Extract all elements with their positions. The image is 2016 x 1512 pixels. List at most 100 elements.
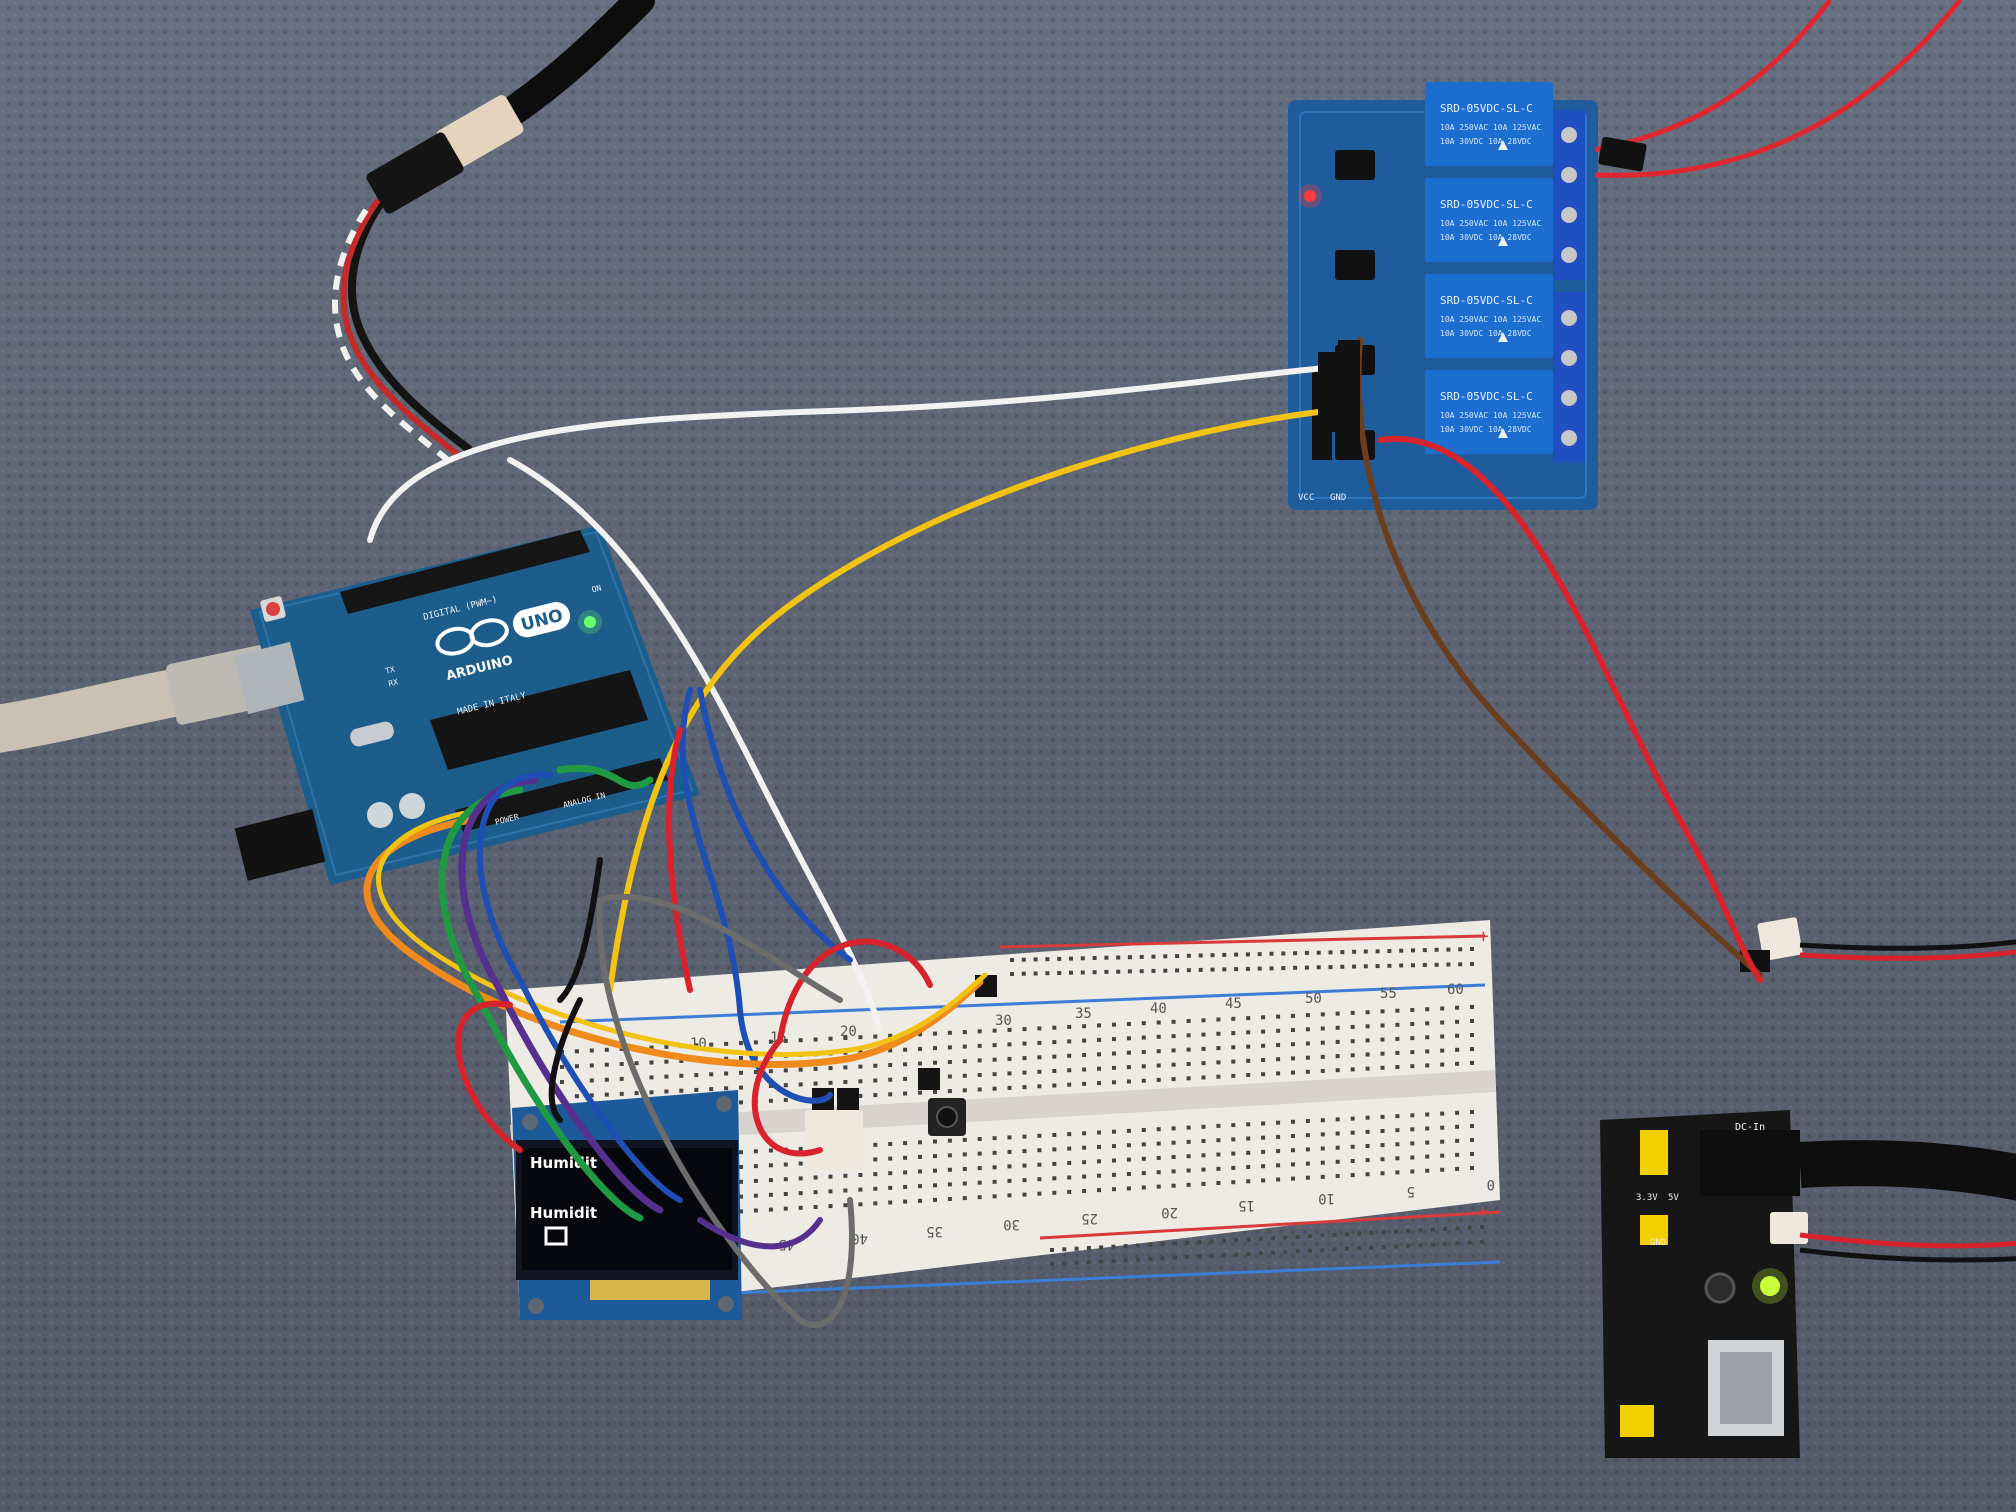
breadboard-hole: [888, 1048, 893, 1053]
breadboard-hole: [589, 1093, 594, 1098]
breadboard-hole: [1022, 1163, 1027, 1168]
breadboard-hole: [1097, 1052, 1101, 1057]
svg-text:50: 50: [1305, 991, 1322, 1007]
svg-text:RX: RX: [387, 677, 399, 688]
breadboard-hole: [1112, 1144, 1116, 1149]
svg-text:35: 35: [926, 1223, 943, 1239]
breadboard-hole: [1425, 1035, 1430, 1040]
breadboard-hole: [1276, 1177, 1281, 1182]
breadboard-hole: [1209, 1239, 1214, 1244]
svg-text:+: +: [1478, 926, 1489, 947]
breadboard-hole: [1418, 1243, 1423, 1248]
breadboard-hole: [1350, 1053, 1355, 1058]
breadboard-hole: [933, 1168, 937, 1173]
breadboard-hole: [1455, 1033, 1460, 1038]
breadboard-hole: [1097, 1159, 1101, 1164]
breadboard-hole: [1411, 948, 1415, 953]
breadboard-hole: [739, 1041, 743, 1046]
breadboard-hole: [1340, 964, 1345, 969]
breadboard-hole: [1410, 1113, 1415, 1118]
breadboard-hole: [1123, 1258, 1128, 1263]
breadboard-hole: [1276, 1134, 1281, 1139]
breadboard-hole: [783, 1192, 788, 1196]
breadboard-hole: [739, 1194, 743, 1199]
breadboard-hole: [1067, 1146, 1072, 1151]
breadboard-hole: [992, 1057, 997, 1062]
breadboard-hole: [933, 1089, 937, 1094]
breadboard-hole: [1470, 1166, 1474, 1170]
breadboard-hole: [1246, 1165, 1251, 1169]
breadboard-hole: [1116, 955, 1121, 960]
breadboard-hole: [1097, 1066, 1101, 1071]
breadboard-hole: [1141, 1021, 1146, 1026]
breadboard-hole: [1365, 1129, 1370, 1134]
breadboard-hole: [1357, 1231, 1362, 1236]
breadboard-hole: [1186, 1168, 1191, 1173]
breadboard-hole: [1425, 1063, 1430, 1068]
breadboard-hole: [873, 1157, 878, 1162]
breadboard-hole: [1007, 1071, 1012, 1076]
breadboard-hole: [1141, 1064, 1146, 1069]
breadboard-hole: [768, 1069, 773, 1074]
breadboard-hole: [1216, 1123, 1221, 1128]
breadboard-hole: [664, 1074, 669, 1079]
breadboard-hole: [903, 1155, 908, 1160]
breadboard-hole: [977, 1180, 982, 1185]
breadboard-hole: [1271, 1250, 1276, 1255]
breadboard-hole: [992, 1072, 997, 1077]
breadboard-hole: [1365, 1038, 1370, 1043]
breadboard-hole: [1446, 962, 1451, 967]
breadboard-hole: [813, 1205, 818, 1209]
breadboard-hole: [1069, 956, 1073, 961]
breadboard-hole: [873, 1201, 878, 1206]
breadboard-hole: [992, 1179, 997, 1184]
breadboard-hole: [1410, 1064, 1415, 1069]
breadboard-hole: [1092, 956, 1097, 960]
breadboard-hole: [1246, 1179, 1251, 1184]
breadboard-hole: [1052, 1147, 1057, 1152]
breadboard-hole: [1395, 1036, 1400, 1041]
breadboard-hole: [753, 1070, 758, 1074]
breadboard-hole: [619, 1076, 624, 1081]
breadboard-hole: [1455, 1061, 1460, 1066]
breadboard-hole: [1136, 1257, 1140, 1262]
breadboard-hole: [1410, 1127, 1415, 1132]
breadboard-hole: [1320, 1160, 1325, 1165]
breadboard-hole: [1231, 1123, 1236, 1128]
breadboard-hole: [962, 1181, 967, 1186]
breadboard-hole: [1455, 1124, 1460, 1129]
breadboard-hole: [1350, 1039, 1355, 1044]
breadboard-hole: [768, 1178, 773, 1183]
breadboard-hole: [768, 1148, 773, 1153]
breadboard-hole: [1209, 1253, 1214, 1258]
breadboard-hole: [1387, 963, 1392, 968]
breadboard-hole: [1033, 971, 1038, 976]
breadboard-hole: [873, 1172, 878, 1177]
breadboard-hole: [1335, 1011, 1340, 1016]
breadboard-hole: [1440, 1034, 1445, 1039]
breadboard-hole: [1234, 1252, 1239, 1257]
breadboard-hole: [1007, 1042, 1012, 1047]
breadboard-hole: [1126, 1186, 1131, 1191]
breadboard-hole: [1037, 1040, 1042, 1045]
breadboard-hole: [1007, 1193, 1012, 1198]
breadboard-hole: [1395, 1065, 1400, 1069]
breadboard-hole: [1097, 1081, 1101, 1086]
breadboard-hole: [888, 1092, 893, 1097]
breadboard-hole: [1052, 1176, 1057, 1181]
breadboard-hole: [1387, 949, 1392, 953]
svg-text:30: 30: [995, 1013, 1012, 1029]
breadboard-hole: [813, 1081, 818, 1086]
breadboard-hole: [1151, 968, 1156, 973]
breadboard-hole: [1171, 1077, 1176, 1082]
breadboard-hole: [1380, 1037, 1385, 1042]
breadboard-hole: [888, 1142, 893, 1146]
breadboard-hole: [1455, 1226, 1460, 1231]
breadboard-hole: [1022, 1027, 1027, 1032]
breadboard-hole: [1380, 1114, 1385, 1119]
breadboard-hole: [1222, 1238, 1226, 1243]
svg-text:GND: GND: [1330, 493, 1346, 503]
breadboard-hole: [694, 1073, 699, 1078]
breadboard-hole: [1201, 1061, 1206, 1066]
